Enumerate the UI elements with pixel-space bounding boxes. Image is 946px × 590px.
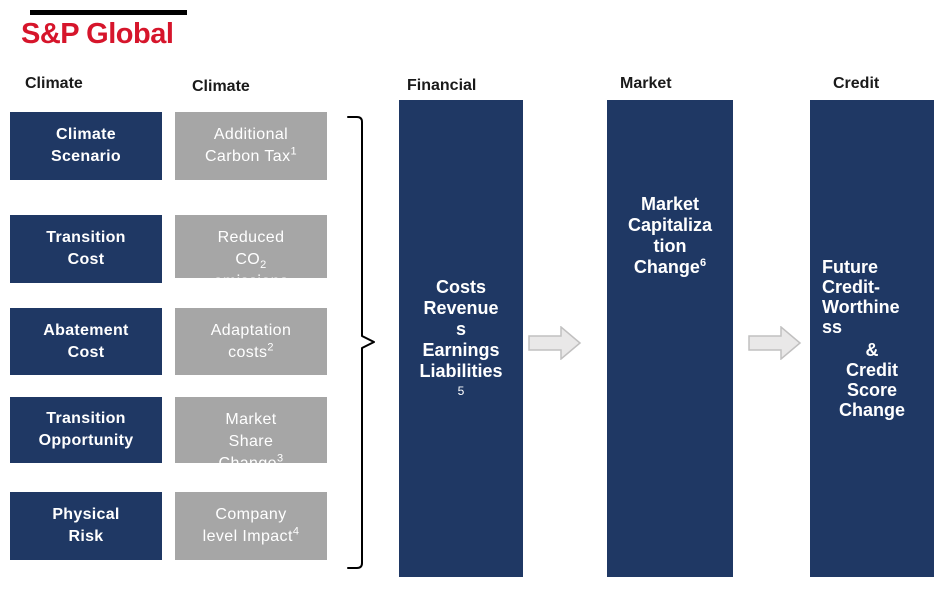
impact-label: Adaptation <box>210 321 292 339</box>
risk-box-abatement-cost: Abatement Cost <box>10 308 162 375</box>
header-climate-risks: Climate <box>25 75 83 92</box>
risk-label: Cost <box>67 343 105 361</box>
impact-label: Carbon Tax1 <box>204 145 298 165</box>
impact-label: Reduced <box>217 229 285 246</box>
impact-box-market-share: Market Share Change3 <box>175 397 327 463</box>
market-line: Capitaliza <box>627 215 713 235</box>
impact-box-carbon-tax: Additional Carbon Tax1 <box>175 112 327 180</box>
impact-box-adaptation-costs: Adaptation costs2 <box>175 308 327 375</box>
brace <box>347 116 375 569</box>
credit-score-text: & Credit Score Change <box>838 340 905 420</box>
flow-arrow-right-icon <box>748 326 802 360</box>
impact-label: Market <box>225 411 277 428</box>
impact-box-reduced-co2: Reduced CO2 emissions <box>175 215 327 278</box>
header-credit: Credit <box>833 75 880 92</box>
footnote-marker: 2 <box>267 341 274 354</box>
header-market: Market <box>620 75 672 92</box>
footnote-marker: 1 <box>290 145 298 158</box>
risk-label: Opportunity <box>38 432 134 449</box>
risk-box-climate-scenario: Climate Scenario <box>10 112 162 180</box>
logo-top-bar <box>30 10 187 15</box>
impact-label-clipped: Change3 <box>175 453 327 463</box>
credit-worthiness-text: Future Credit- Worthine ss <box>822 257 900 337</box>
risk-box-transition-opportunity: Transition Opportunity <box>10 397 162 463</box>
header-financial: Financial <box>407 77 477 94</box>
risk-label: Abatement <box>43 321 129 339</box>
financial-line: Costs <box>435 277 486 297</box>
subscript-marker: 2 <box>260 259 267 272</box>
impact-box-company-impact: Company level Impact4 <box>175 492 327 560</box>
risk-label: Transition <box>46 229 126 246</box>
impact-label: level Impact4 <box>202 525 300 545</box>
impact-label: Company <box>215 506 287 523</box>
market-line: Change6 <box>633 257 707 277</box>
header-climate-impacts: Climate <box>192 78 250 95</box>
impact-label-clipped: emissions <box>175 271 327 278</box>
footnote-marker: 6 <box>699 257 707 269</box>
financial-line: Earnings <box>422 340 500 360</box>
footnote-marker: 4 <box>292 525 300 538</box>
financial-line: Liabilities <box>419 361 503 381</box>
market-line: tion <box>653 236 687 256</box>
financial-line: Revenue <box>423 298 499 318</box>
pillar-market: Market Capitaliza tion Change6 <box>607 100 733 577</box>
flow-arrow-right-icon <box>528 326 582 360</box>
risk-label: Transition <box>46 410 126 427</box>
risk-label: Physical <box>52 506 120 523</box>
footnote-marker: 5 <box>457 384 465 398</box>
market-line: Market <box>640 194 700 214</box>
pillar-financial: Costs Revenue s Earnings Liabilities 5 <box>399 100 523 577</box>
impact-label: costs2 <box>228 341 274 361</box>
risk-label: Climate <box>56 126 116 143</box>
risk-box-physical-risk: Physical Risk <box>10 492 162 560</box>
risk-label: Cost <box>67 251 105 268</box>
risk-label: Risk <box>68 528 104 545</box>
risk-box-transition-cost: Transition Cost <box>10 215 162 283</box>
impact-label: CO2 <box>235 251 267 272</box>
logo-text: S&P Global <box>21 18 174 50</box>
impact-label: Share <box>228 433 274 450</box>
impact-label: Additional <box>213 126 289 143</box>
financial-line: s <box>455 319 466 339</box>
risk-label: Scenario <box>51 148 121 165</box>
pillar-credit: Future Credit- Worthine ss & Credit Scor… <box>810 100 934 577</box>
footnote-marker: 3 <box>276 452 284 463</box>
